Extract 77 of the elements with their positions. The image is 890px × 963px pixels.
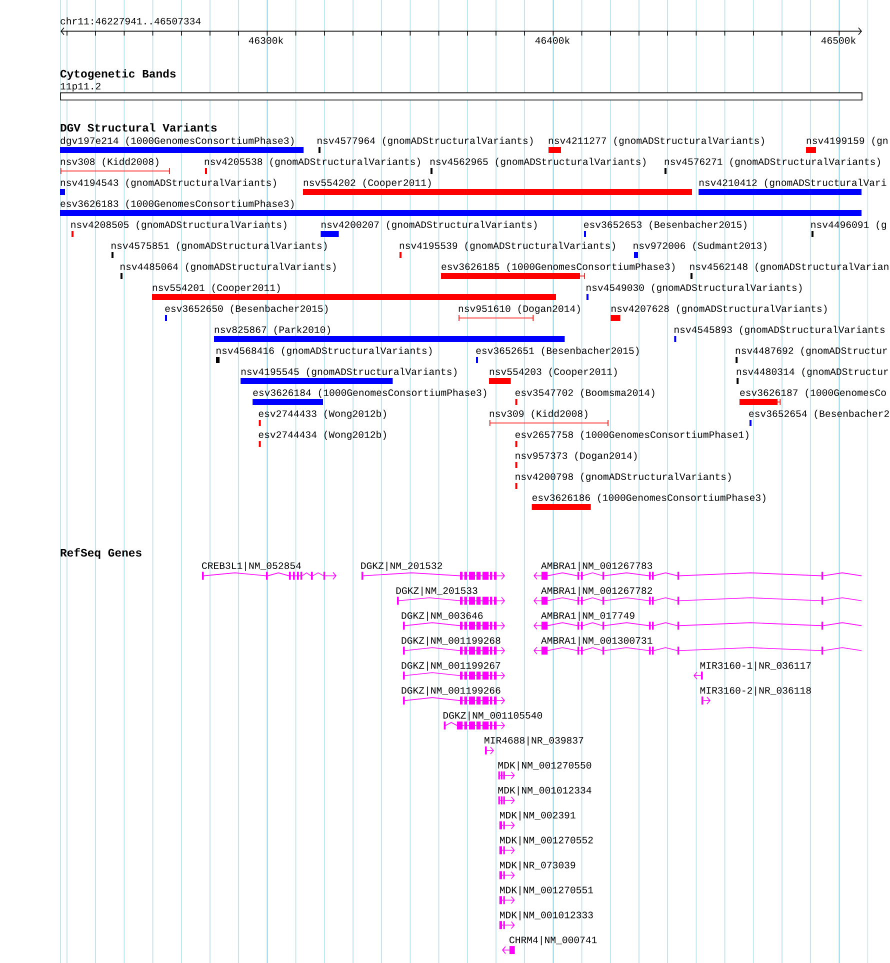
gene-label: MDK|NM_001270550 [498, 761, 592, 771]
variant-label: nsv554201 (Cooper2011) [152, 284, 280, 293]
variant-label: nsv4199159 (gn [806, 136, 888, 146]
variant-label: nsv309 (Kidd2008) [490, 410, 588, 419]
gene-label: MDK|NM_001270552 [500, 836, 593, 846]
variant-label: nsv4562148 (gnomADStructuralVarian [690, 262, 888, 272]
variant-label: dgv197e214 (1000GenomesConsortiumPhase3) [60, 136, 294, 146]
gene-label: DGKZ|NM_001199266 [402, 686, 500, 696]
variant-label: nsv4485064 (gnomADStructuralVariants) [120, 262, 336, 272]
variant-label: nsv4568416 (gnomADStructuralVariants) [216, 346, 432, 356]
variant-label: nsv4545893 (gnomADStructuralVariants [674, 326, 885, 335]
variant-label: nsv554203 (Cooper2011) [490, 368, 617, 377]
variant-label: nsv4200207 (gnomADStructuralVariants) [322, 220, 537, 230]
gene-label: MDK|NM_001270551 [500, 886, 593, 896]
tick-label: 46500k [821, 36, 856, 44]
variant-label: nsv4211277 (gnomADStructuralVariants) [548, 136, 764, 146]
variant-label: nsv4200798 (gnomADStructuralVariants) [516, 472, 731, 482]
variant-label: esv3626186 (1000GenomesConsortiumPhase3) [532, 494, 766, 503]
gene-label: AMBRA1|NM_001300731 [541, 636, 652, 646]
variant-label: esv2744433 (Wong2012b) [258, 410, 386, 419]
variant-label: nsv4496091 (g [811, 220, 886, 230]
gene-label: AMBRA1|NM_001267782 [541, 586, 652, 596]
variant-label: nsv951610 (Dogan2014) [458, 304, 580, 314]
variant-label: nsv4549030 (gnomADStructuralVariants) [586, 284, 802, 293]
variant-label: esv2657758 (1000GenomesConsortiumPhase1) [515, 430, 748, 440]
variant-label: esv3547702 (Boomsma2014) [515, 388, 654, 398]
region-label: chr11:46227941..46507334 [60, 17, 201, 24]
gene-label: MIR3160-1|NR_036117 [700, 662, 811, 671]
gene-label: MDK|NR_073039 [500, 861, 576, 870]
variant-label: esv3626187 (1000GenomesCo [740, 388, 886, 398]
variant-label: nsv554202 (Cooper2011) [304, 178, 431, 188]
variant-label: esv3652654 (Besenbacher2 [749, 410, 889, 419]
variant-label: nsv4480314 (gnomADStructur [736, 368, 888, 377]
tick-label: 46400k [535, 36, 570, 44]
variant-label: esv3652651 (Besenbacher2015) [476, 346, 639, 356]
variant-label: esv3652653 (Besenbacher2015) [584, 220, 746, 230]
variant-label: nsv4576271 (gnomADStructuralVariants) [664, 158, 880, 167]
gene-label: MDK|NM_001012333 [500, 911, 593, 920]
variant-label: nsv4194543 (gnomADStructuralVariants) [60, 178, 276, 188]
variant-label: nsv4207628 (gnomADStructuralVariants) [612, 304, 827, 314]
variant-label: nsv4575851 (gnomADStructuralVariants) [112, 242, 327, 251]
gene-label: DGKZ|NM_201533 [396, 586, 478, 596]
band-label: 11p11.2 [60, 82, 100, 92]
variant-label: nsv4205538 (gnomADStructuralVariants) [204, 158, 420, 167]
track-heading: DGV Structural Variants [60, 123, 217, 132]
variant-label: nsv4208505 (gnomADStructuralVariants) [71, 220, 286, 230]
gene-label: MDK|NM_002391 [500, 811, 576, 820]
variant-label: nsv4195539 (gnomADStructuralVariants) [400, 242, 615, 251]
gene-label: MDK|NM_001012334 [498, 786, 592, 796]
variant-label: esv3626185 (1000GenomesConsortiumPhase3) [442, 262, 675, 272]
variant-label: esv3626183 (1000GenomesConsortiumPhase3) [60, 200, 294, 209]
gene-label: MIR4688|NR_039837 [484, 736, 584, 746]
variant-label: esv3652650 (Besenbacher2015) [165, 304, 328, 314]
gene-label: DGKZ|NM_001105540 [443, 712, 542, 721]
variant-label: nsv308 (Kidd2008) [60, 158, 158, 167]
gene-label: DGKZ|NM_003646 [402, 612, 483, 621]
gene-label: DGKZ|NM_001199268 [402, 636, 500, 646]
variant-label: nsv4562965 (gnomADStructuralVariants) [430, 158, 646, 167]
track-heading: Cytogenetic Bands [60, 69, 176, 80]
variant-label: nsv4195545 (gnomADStructuralVariants) [241, 368, 456, 377]
variant-label: nsv4210412 (gnomADStructuralVari [699, 178, 886, 188]
gene-label: AMBRA1|NM_001267783 [541, 562, 652, 571]
gene-label: CHRM4|NM_000741 [510, 936, 597, 946]
gene-label: CREB3L1|NM_052854 [202, 562, 301, 571]
gene-label: MIR3160-2|NR_036118 [700, 686, 811, 696]
variant-label: nsv825867 (Park2010) [214, 326, 330, 335]
track-heading: RefSeq Genes [60, 548, 142, 559]
tick-label: 46300k [248, 36, 284, 44]
gene-label: DGKZ|NM_001199267 [402, 662, 500, 671]
variant-label: nsv4487692 (gnomADStructur [736, 346, 887, 356]
variant-label: esv3626184 (1000GenomesConsortiumPhase3) [253, 388, 486, 398]
variant-label: nsv4577964 (gnomADStructuralVariants) [318, 136, 533, 146]
variant-label: nsv972006 (Sudmant2013) [634, 242, 766, 251]
variant-label: esv2744434 (Wong2012b) [258, 430, 386, 440]
gene-label: DGKZ|NM_201532 [361, 562, 442, 571]
variant-label: nsv957373 (Dogan2014) [516, 452, 637, 461]
gene-label: AMBRA1|NM_017749 [541, 612, 634, 621]
